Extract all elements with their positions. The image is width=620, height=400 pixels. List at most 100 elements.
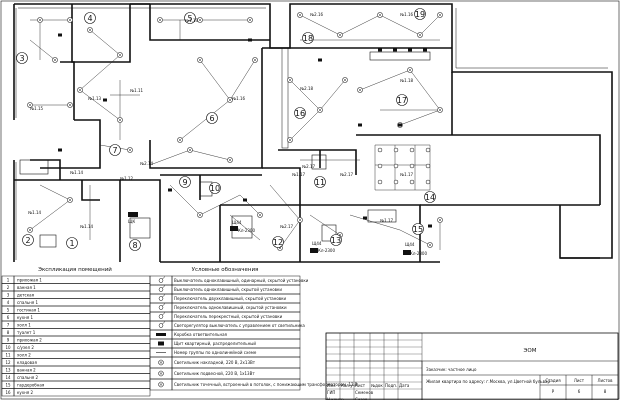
symbols-legend-text: Светильник подвесной, 220 В, 1х13Вт bbox=[174, 371, 255, 376]
bath-unit bbox=[321, 224, 337, 242]
title-block-head: Лист bbox=[355, 383, 366, 388]
wall-inner bbox=[455, 8, 608, 69]
switch-icon bbox=[158, 287, 164, 292]
sink bbox=[39, 234, 57, 248]
project-text: Жилая квартира по адресу: г.Москва, ул.Ц… bbox=[426, 379, 550, 384]
room-number: 5 bbox=[184, 12, 196, 24]
wall-segment bbox=[60, 61, 75, 120]
wire-run bbox=[309, 214, 341, 236]
fixtures bbox=[27, 12, 443, 255]
room-number: 10 bbox=[209, 182, 221, 194]
duct bbox=[281, 47, 289, 149]
room-number-text: 9 bbox=[182, 178, 187, 187]
stage-value: Р bbox=[552, 389, 555, 394]
symbols-legend-text: Выключатель одноклавишный, скрытой устан… bbox=[174, 287, 282, 292]
spot-light-symbol bbox=[425, 179, 431, 185]
rooms-legend-num: 8 bbox=[7, 330, 10, 335]
group-label: №2.16 bbox=[310, 12, 324, 17]
group-label: №2.18 bbox=[300, 86, 314, 91]
room-number: 15 bbox=[412, 223, 424, 235]
fixture-label: Кл-2300 bbox=[238, 228, 255, 233]
wall-fixture-symbol bbox=[378, 48, 382, 52]
wall-segment bbox=[149, 4, 270, 41]
ceiling-light-symbol bbox=[287, 77, 293, 83]
symbols-legend-text: Номер группы по однолинейной схеме bbox=[174, 350, 257, 355]
ceiling-light-symbol bbox=[197, 57, 203, 63]
room-number-circle bbox=[209, 182, 221, 194]
spot-light-symbol bbox=[409, 163, 415, 169]
room-number-text: 13 bbox=[331, 236, 341, 245]
wire-run bbox=[229, 214, 261, 241]
wall-fixture-symbol bbox=[393, 48, 397, 52]
symbols-legend-text: Переключатель двухклавишный, скрытой уст… bbox=[174, 296, 287, 301]
room-number-circle bbox=[330, 234, 342, 246]
group-label: №1.14 bbox=[70, 170, 84, 175]
room-number-text: 15 bbox=[413, 225, 423, 234]
wire-run bbox=[79, 29, 121, 121]
spot-light-symbol bbox=[377, 179, 383, 185]
wall-segment bbox=[262, 167, 301, 180]
rooms-legend-num: 4 bbox=[7, 300, 10, 305]
rooms-legend-num: 5 bbox=[7, 308, 10, 313]
rooms-legend-num: 10 bbox=[5, 345, 11, 350]
ceiling-light-symbol bbox=[437, 12, 443, 18]
fixture-label: Щ44 bbox=[312, 241, 322, 246]
room-number-text: 19 bbox=[415, 10, 425, 19]
group-label: №1.14 bbox=[28, 210, 42, 215]
rooms-legend-cell bbox=[13, 388, 151, 397]
rooms-legend-name: кухня 2 bbox=[17, 390, 33, 395]
spot-light-symbol bbox=[425, 163, 431, 169]
group-label: №2.14 bbox=[140, 161, 154, 166]
room-number-text: 14 bbox=[425, 193, 435, 202]
ceiling-light-symbol bbox=[417, 32, 423, 38]
spot-light-symbol bbox=[393, 163, 399, 169]
room-number-text: 16 bbox=[295, 109, 305, 118]
room-number-circle bbox=[84, 12, 96, 24]
room-number-circle bbox=[109, 144, 121, 156]
junction-box-icon bbox=[156, 333, 166, 336]
panel-box-symbol bbox=[128, 212, 138, 217]
ceiling-light-symbol bbox=[227, 97, 233, 103]
ceiling-light-symbol bbox=[37, 17, 43, 23]
stage-head: Лист bbox=[574, 378, 585, 383]
room-number-circle bbox=[272, 236, 284, 248]
symbols-legend-text: Светильник точечный, встроенный в потоло… bbox=[174, 382, 358, 387]
wire-run bbox=[349, 214, 431, 246]
panel-box-symbol bbox=[310, 248, 318, 253]
symbols-legend-cell bbox=[149, 284, 173, 295]
group-label: №1.18 bbox=[400, 78, 414, 83]
title-block-head: Изм. bbox=[327, 383, 336, 388]
spot-light-symbol bbox=[409, 147, 415, 153]
group-label: №1.11 bbox=[130, 88, 144, 93]
signature-name: Семенов bbox=[355, 390, 374, 395]
rooms-legend-name: кладовая bbox=[17, 360, 37, 365]
group-label: №1.17 bbox=[400, 172, 414, 177]
rooms-legend-num: 7 bbox=[7, 323, 10, 328]
symbols-legend-cell bbox=[149, 293, 173, 304]
ceiling-light-symbol bbox=[357, 87, 363, 93]
window-block bbox=[369, 51, 431, 61]
room-number-circle bbox=[302, 32, 314, 44]
ceiling-light-symbol bbox=[337, 32, 343, 38]
rooms-legend-num: 13 bbox=[5, 368, 11, 373]
rooms-legend-name: с/узел 2 bbox=[17, 345, 34, 350]
ceiling-light-symbol bbox=[437, 107, 443, 113]
group-label: №2.17 bbox=[280, 224, 294, 229]
wall-fixture-symbol bbox=[428, 224, 432, 228]
room-number: 17 bbox=[396, 94, 408, 106]
panel-icon bbox=[158, 341, 164, 346]
room-number-circle bbox=[314, 176, 326, 188]
rooms-legend-name: прихожая 2 bbox=[17, 338, 42, 343]
wall-segment bbox=[120, 179, 161, 262]
room-number: 4 bbox=[84, 12, 96, 24]
ceiling-light-symbol bbox=[197, 212, 203, 218]
room-number-circle bbox=[412, 223, 424, 235]
rooms-legend-name: гостиная 1 bbox=[17, 308, 40, 313]
rooms-legend-name: холл 2 bbox=[17, 353, 31, 358]
room-number-text: 10 bbox=[210, 184, 220, 193]
wire-run bbox=[29, 39, 56, 61]
room-number-text: 2 bbox=[25, 236, 30, 245]
group-label: №1.13 bbox=[88, 96, 102, 101]
